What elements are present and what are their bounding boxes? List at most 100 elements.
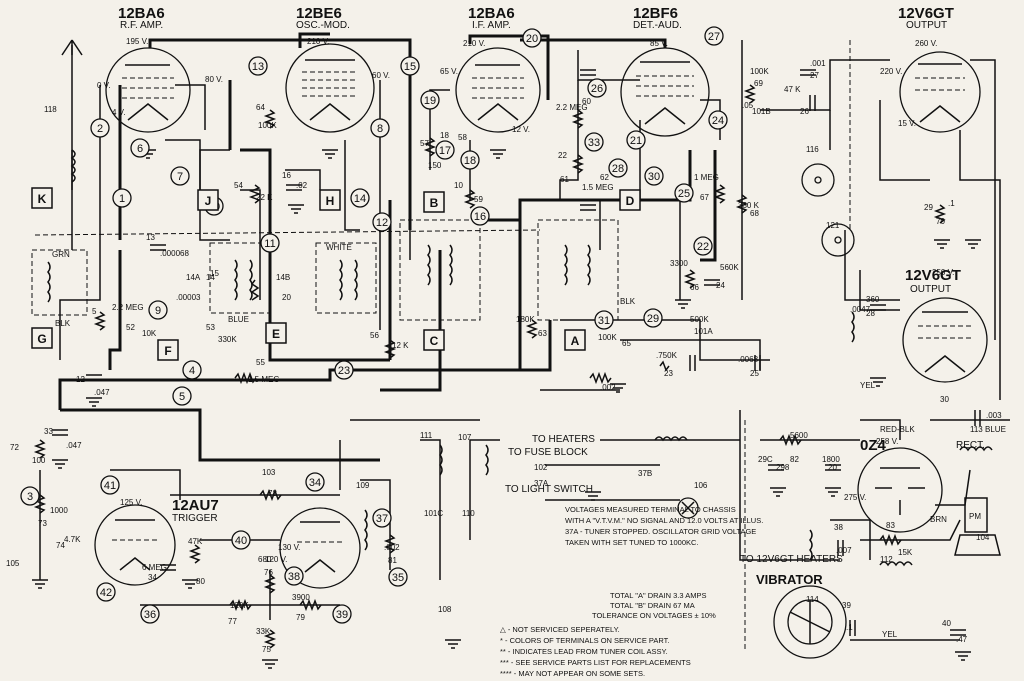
test-point: 41 — [100, 475, 120, 495]
component-label: 1.5 MEG — [248, 375, 280, 384]
component-label: 101A — [694, 327, 713, 336]
component-label: 106 — [694, 481, 708, 490]
voltage-label: 195 V. — [126, 37, 148, 46]
component-label: 57 — [420, 139, 429, 148]
test-point: 13 — [248, 56, 268, 76]
letter-box-frame — [319, 189, 341, 211]
letter-box-label: B — [430, 196, 439, 210]
legend-line: *** - SEE SERVICE PARTS LIST FOR REPLACE… — [500, 658, 691, 667]
letter-box: K — [31, 187, 53, 209]
note-line: VOLTAGES MEASURED TERMINAL TO CHASSIS — [565, 505, 736, 514]
yel-label: YEL — [860, 381, 876, 390]
test-point: 25 — [674, 183, 694, 203]
test-point-number: 18 — [464, 155, 476, 167]
test-point: 27 — [704, 26, 724, 46]
legend: △ - NOT SERVICED SEPERATELY. * - COLORS … — [500, 625, 691, 678]
letter-box-label: K — [38, 192, 47, 206]
component-label: .000068 — [160, 249, 189, 258]
test-point-circle — [460, 150, 480, 170]
component-label: 47 K — [784, 85, 801, 94]
component-label: 3900 — [292, 593, 310, 602]
test-point-circle — [182, 360, 202, 380]
test-point: 26 — [587, 78, 607, 98]
test-point-circle — [594, 310, 614, 330]
test-point-circle — [400, 56, 420, 76]
component-label: 150 — [428, 161, 442, 170]
component-label: 102 — [534, 463, 548, 472]
letter-box-label: G — [37, 332, 46, 346]
tube-title-rect: 0Z4 RECT. — [860, 437, 985, 454]
voltage-label: 85 V. — [650, 39, 668, 48]
test-point-circle — [372, 212, 392, 232]
test-point: 36 — [140, 604, 160, 624]
component-label: 60 — [582, 97, 591, 106]
test-point-number: 9 — [155, 305, 161, 317]
voltage-label: 80 V. — [205, 75, 223, 84]
component-label: .750K — [656, 351, 678, 360]
component-label: 1 MEG — [694, 173, 719, 182]
component-label: 26 — [800, 107, 809, 116]
test-point-number: 15 — [404, 61, 416, 73]
component-label: 120K — [230, 601, 249, 610]
coil-windings — [47, 149, 993, 567]
blk-label: BLK — [620, 297, 636, 306]
test-point: 38 — [284, 566, 304, 586]
component-label: 118 — [44, 105, 57, 114]
letter-box: C — [423, 329, 445, 351]
to-12v6gt-heaters-label: TO 12V6GT HEATERS — [740, 554, 843, 565]
letter-box-label: J — [205, 194, 212, 208]
component-label: 121 — [826, 221, 840, 230]
component-label: 14B — [276, 273, 290, 282]
component-label: 108 — [438, 605, 452, 614]
component-label: 79 — [296, 613, 305, 622]
tube-title-rf-amp: 12BA6 R.F. AMP. — [118, 5, 165, 31]
test-point-number: 22 — [697, 241, 709, 253]
socket-116 — [801, 163, 835, 197]
test-point: 37 — [372, 508, 392, 528]
tube-type: 0Z4 — [860, 437, 887, 454]
component-label: 14A — [186, 273, 201, 282]
component-label: 63 — [538, 329, 547, 338]
component-label: 110 — [462, 509, 475, 518]
test-point-circle — [674, 183, 694, 203]
component-label: 1800 — [822, 455, 840, 464]
component-label: 29 — [924, 203, 933, 212]
test-point-number: 27 — [708, 31, 720, 43]
component-label: 1.5 MEG — [582, 183, 614, 192]
signal-wiring — [39, 39, 1010, 641]
socket-121 — [821, 223, 855, 257]
component-label: 560K — [720, 263, 739, 272]
component-label: 80 — [196, 577, 205, 586]
test-point-number: 1 — [119, 193, 125, 205]
letter-box: F — [157, 339, 179, 361]
test-point-circle — [350, 188, 370, 208]
component-label: 500K — [690, 315, 709, 324]
test-point: 42 — [96, 582, 116, 602]
test-point-circle — [90, 118, 110, 138]
component-label: 112 — [880, 555, 893, 564]
test-point: 14 — [350, 188, 370, 208]
blue-label: BLUE — [228, 315, 249, 324]
note-line: WITH A "V.T.V.M." NO SIGNAL AND 12.0 VOL… — [565, 516, 763, 525]
test-point: 23 — [334, 360, 354, 380]
component-label: 15K — [898, 548, 913, 557]
test-point-number: 14 — [354, 193, 366, 205]
test-point: 19 — [420, 90, 440, 110]
test-point-circle — [643, 308, 663, 328]
component-label: .1 — [846, 623, 853, 632]
test-point-number: 24 — [712, 115, 724, 127]
test-point-number: 37 — [376, 513, 388, 525]
letter-box-frame — [265, 322, 287, 344]
test-point-circle — [96, 582, 116, 602]
letter-box-frame — [564, 329, 586, 351]
voltage-label: 220 V. — [880, 67, 902, 76]
voltage-label: 12 V. — [512, 125, 530, 134]
tube-title-det-aud: 12BF6 DET.-AUD. — [633, 5, 682, 31]
component-label: .003 — [986, 411, 1002, 420]
component-label: 14 — [206, 273, 215, 282]
tube-title-trigger: 12AU7 TRIGGER — [172, 497, 219, 524]
letter-box: H — [319, 189, 341, 211]
test-point-number: 30 — [648, 171, 660, 183]
component-label: 28 — [866, 309, 875, 318]
